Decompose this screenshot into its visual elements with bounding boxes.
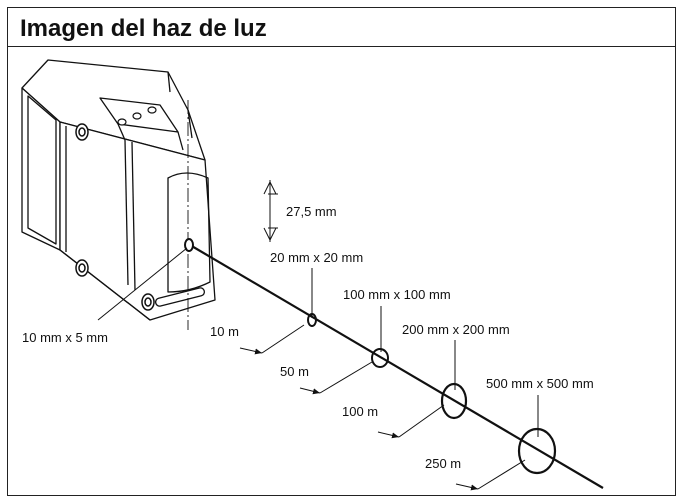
label-spot-origin: 10 mm x 5 mm [22,330,108,345]
light-beam [189,244,604,489]
label-dist-100m: 100 m [342,404,378,419]
status-led-icons [117,106,157,126]
beam-spot-50m [371,348,389,368]
distance-dimension-lines [239,324,526,491]
label-height-offset: 27,5 mm [286,204,337,219]
diagram-frame [7,7,676,496]
label-spot-50m: 100 mm x 100 mm [343,287,451,302]
beam-spot-100m [440,382,468,420]
mounting-hole-icons [75,123,155,311]
label-spot-250m: 500 mm x 500 mm [486,376,594,391]
sensor-housing [21,59,216,321]
title-bar [7,7,676,47]
spot-leader-lines [97,247,539,437]
label-dist-250m: 250 m [425,456,461,471]
label-dist-50m: 50 m [280,364,309,379]
label-spot-10m: 20 mm x 20 mm [270,250,363,265]
height-dimension [263,180,278,242]
beam-spot-250m [517,427,557,475]
label-dist-10m: 10 m [210,324,239,339]
label-spot-100m: 200 mm x 200 mm [402,322,510,337]
diagram-title: Imagen del haz de luz [20,15,267,42]
